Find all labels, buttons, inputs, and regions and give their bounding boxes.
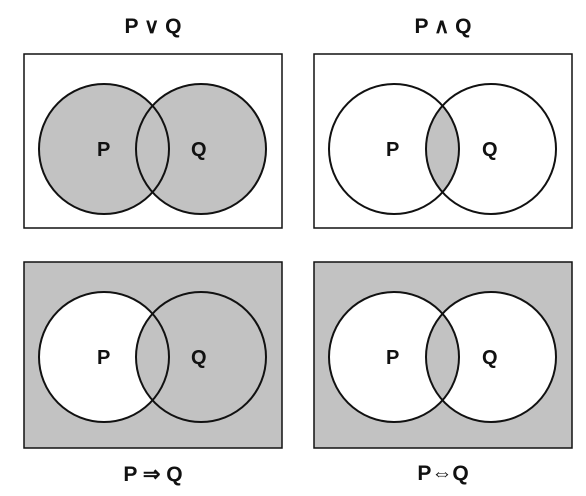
panel-or-q-circle — [135, 83, 267, 215]
panel-iff-p-label: P — [386, 347, 399, 369]
panel-and: P Q — [313, 53, 573, 229]
panel-implies: P Q — [23, 261, 283, 449]
caption-implies: P ⇒ Q — [123, 463, 183, 486]
panel-or-q-label: Q — [191, 139, 207, 161]
panel-and-q-circle — [425, 83, 557, 215]
caption-or: P ∨ Q — [124, 15, 182, 38]
caption-iff: P⇔Q — [417, 462, 469, 485]
panel-iff-q-label: Q — [482, 347, 498, 369]
panel-and-q-label: Q — [482, 139, 498, 161]
panel-iff-q-circle — [425, 291, 557, 423]
panel-or-p-label: P — [97, 139, 110, 161]
panel-implies-q-label: Q — [191, 347, 207, 369]
panel-and-p-label: P — [386, 139, 399, 161]
panel-iff-q-region — [426, 292, 556, 422]
panel-implies-p-circle — [38, 291, 170, 423]
panel-iff: P Q — [313, 261, 573, 449]
panel-iff-p-circle — [328, 291, 460, 423]
panel-or-p-circle — [38, 83, 170, 215]
panel-implies-p-label: P — [97, 347, 110, 369]
panel-implies-p-only-region — [39, 292, 169, 422]
panel-implies-q-circle — [135, 291, 267, 423]
panel-or: P Q — [23, 53, 283, 229]
panel-or-q-region — [136, 84, 266, 214]
panel-or-p-region — [39, 84, 169, 214]
panel-iff-p-region — [329, 292, 459, 422]
caption-and: P ∧ Q — [414, 15, 472, 38]
panel-and-p-circle — [328, 83, 460, 215]
